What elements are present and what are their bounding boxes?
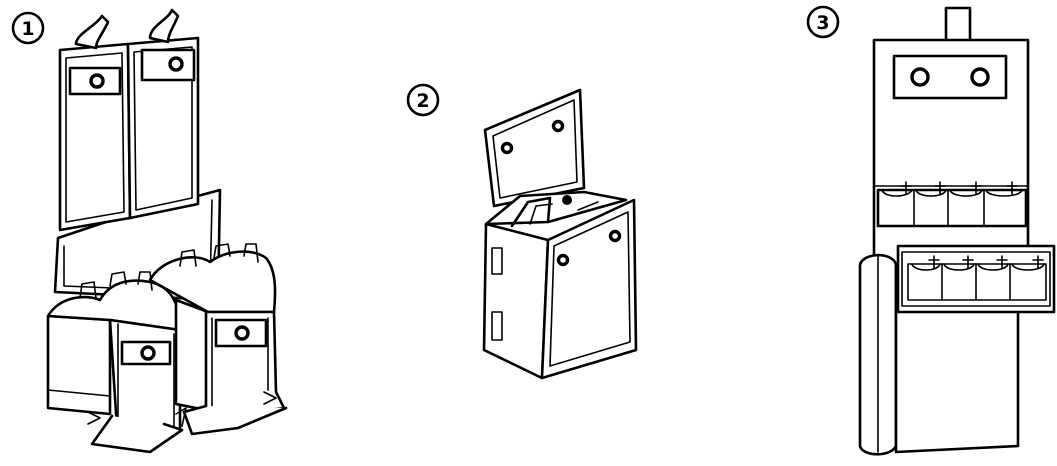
upper-loop-row bbox=[876, 181, 1028, 228]
right-flap bbox=[126, 8, 200, 220]
step-2-number: 2 bbox=[416, 90, 429, 112]
step-2-marker: 2 bbox=[406, 83, 440, 117]
pouch-side bbox=[482, 222, 550, 380]
left-flap bbox=[58, 14, 132, 232]
step-1-illustration: 1 bbox=[11, 8, 288, 454]
pouch-front bbox=[540, 198, 638, 380]
step-3-illustration: 3 bbox=[806, 5, 1056, 456]
grommet-right bbox=[970, 67, 990, 87]
step-3-marker: 3 bbox=[806, 5, 840, 39]
step-2-illustration: 2 bbox=[406, 83, 638, 380]
pouch-lid bbox=[483, 88, 586, 208]
right-pouch bbox=[148, 243, 288, 436]
pouch-interior bbox=[484, 190, 628, 228]
step-1-marker: 1 bbox=[11, 11, 45, 45]
main-panel bbox=[872, 38, 1030, 278]
left-pouch bbox=[46, 271, 184, 454]
grommet-left bbox=[910, 67, 930, 87]
lower-loop-panel bbox=[896, 244, 1056, 314]
top-tab bbox=[944, 6, 972, 44]
step-3-number: 3 bbox=[816, 12, 829, 34]
step-1-number: 1 bbox=[21, 18, 34, 40]
